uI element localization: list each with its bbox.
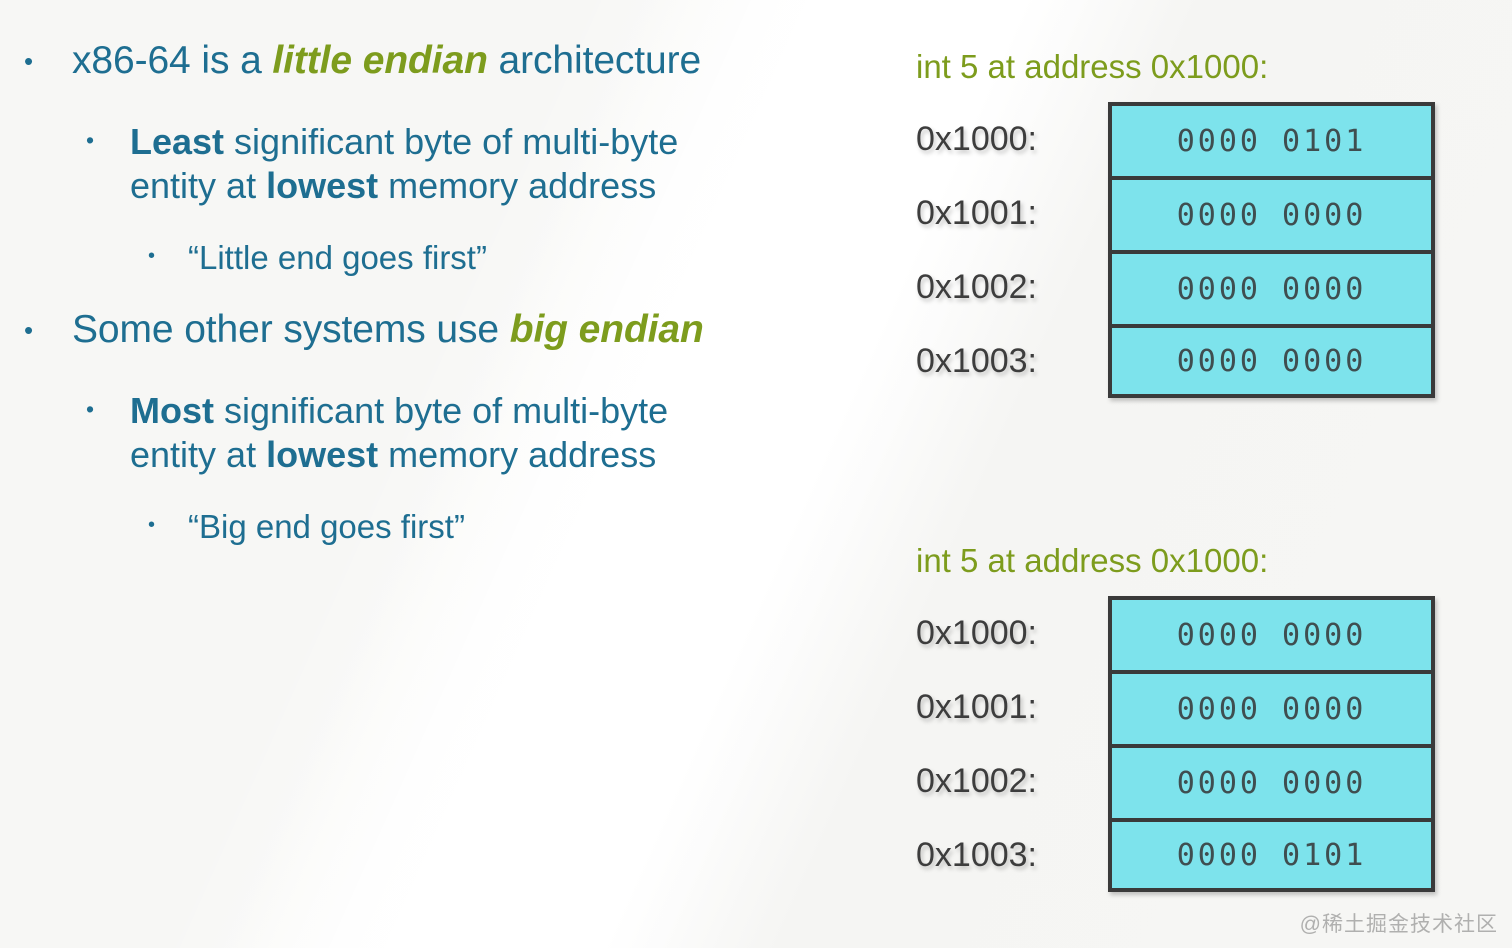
bullet-level1-big-endian: • Some other systems use big endian xyxy=(0,307,840,353)
bullet-text-pre: Some other systems use xyxy=(72,308,510,352)
address-label: 0x1000: xyxy=(916,614,1037,652)
spacer xyxy=(0,212,840,238)
emphasis-least: Least xyxy=(130,121,225,163)
bullet-text: Least significant byte of multi-byte ent… xyxy=(130,120,730,208)
emphasis-most: Most xyxy=(130,390,214,432)
address-label: 0x1001: xyxy=(916,194,1037,232)
address-label: 0x1003: xyxy=(916,342,1037,380)
memory-row: 0x1000: 0000 0101 xyxy=(916,102,1435,176)
memory-cell: 0000 0101 xyxy=(1108,102,1435,176)
memory-diagram-little-endian: int 5 at address 0x1000: 0x1000: 0000 01… xyxy=(916,48,1435,398)
bullet-text: Most significant byte of multi-byte enti… xyxy=(130,389,730,477)
bullet-text-post: memory address xyxy=(378,164,657,206)
bullet-text-post: architecture xyxy=(487,39,702,82)
memory-row: 0x1000: 0000 0000 xyxy=(916,596,1435,670)
memory-rows: 0x1000: 0000 0000 0x1001: 0000 0000 0x10… xyxy=(916,596,1435,892)
memory-row: 0x1002: 0000 0000 xyxy=(916,250,1435,324)
bullet-level2-least-significant: • Least significant byte of multi-byte e… xyxy=(0,120,840,208)
bullet-text-pre: x86-64 is a xyxy=(72,39,273,82)
memory-cell: 0000 0000 xyxy=(1108,324,1435,398)
bullet-text: x86-64 is a little endian architecture xyxy=(72,38,840,84)
memory-cell: 0000 0000 xyxy=(1108,744,1435,818)
bullet-text: “Little end goes first” xyxy=(188,238,487,276)
bullet-dot-icon: • xyxy=(24,46,34,76)
spacer xyxy=(0,359,840,389)
memory-cell: 0000 0000 xyxy=(1108,670,1435,744)
memory-cell: 0000 0101 xyxy=(1108,818,1435,892)
bullet-dot-icon: • xyxy=(86,396,95,423)
address-label: 0x1000: xyxy=(916,120,1037,158)
bullet-dot-icon: • xyxy=(24,315,34,346)
bullet-level3-little-end-quote: • “Little end goes first” xyxy=(0,238,840,278)
spacer xyxy=(0,277,840,307)
emphasis-lowest: lowest xyxy=(266,434,379,476)
bullet-text-post: memory address xyxy=(378,434,657,476)
address-label: 0x1002: xyxy=(916,268,1037,306)
bullet-text: “Big end goes first” xyxy=(188,508,465,546)
address-label: 0x1003: xyxy=(916,836,1037,874)
memory-rows: 0x1000: 0000 0101 0x1001: 0000 0000 0x10… xyxy=(916,102,1435,398)
bullet-level1-little-endian: • x86-64 is a little endian architecture xyxy=(0,38,840,84)
spacer xyxy=(0,481,840,507)
memory-row: 0x1002: 0000 0000 xyxy=(916,744,1435,818)
memory-cell: 0000 0000 xyxy=(1108,250,1435,324)
bullet-list: • x86-64 is a little endian architecture… xyxy=(0,38,840,547)
bullet-dot-icon: • xyxy=(148,514,156,537)
emphasis-little-endian: little endian xyxy=(272,39,488,82)
bullet-text-mid: significant byte of multi-byte entity at xyxy=(130,121,679,206)
memory-row: 0x1003: 0000 0000 xyxy=(916,324,1435,398)
bullet-dot-icon: • xyxy=(148,244,156,267)
memory-diagram-title: int 5 at address 0x1000: xyxy=(916,542,1269,579)
bullet-dot-icon: • xyxy=(86,127,95,154)
memory-diagram-title: int 5 at address 0x1000: xyxy=(916,48,1269,85)
bullet-text-mid: significant byte of multi-byte entity at xyxy=(130,390,669,476)
memory-row: 0x1001: 0000 0000 xyxy=(916,176,1435,250)
address-label: 0x1002: xyxy=(916,762,1037,800)
memory-row: 0x1003: 0000 0101 xyxy=(916,818,1435,892)
bullet-level3-big-end-quote: • “Big end goes first” xyxy=(0,507,840,547)
memory-diagram-big-endian: int 5 at address 0x1000: 0x1000: 0000 00… xyxy=(916,542,1435,892)
address-label: 0x1001: xyxy=(916,688,1037,726)
bullet-text: Some other systems use big endian xyxy=(72,307,840,353)
spacer xyxy=(0,90,840,120)
memory-row: 0x1001: 0000 0000 xyxy=(916,670,1435,744)
emphasis-big-endian: big endian xyxy=(509,308,704,352)
watermark: @稀土掘金技术社区 xyxy=(1299,913,1498,936)
memory-cell: 0000 0000 xyxy=(1108,596,1435,670)
emphasis-lowest: lowest xyxy=(266,164,379,206)
bullet-level2-most-significant: • Most significant byte of multi-byte en… xyxy=(0,389,840,477)
memory-cell: 0000 0000 xyxy=(1108,176,1435,250)
